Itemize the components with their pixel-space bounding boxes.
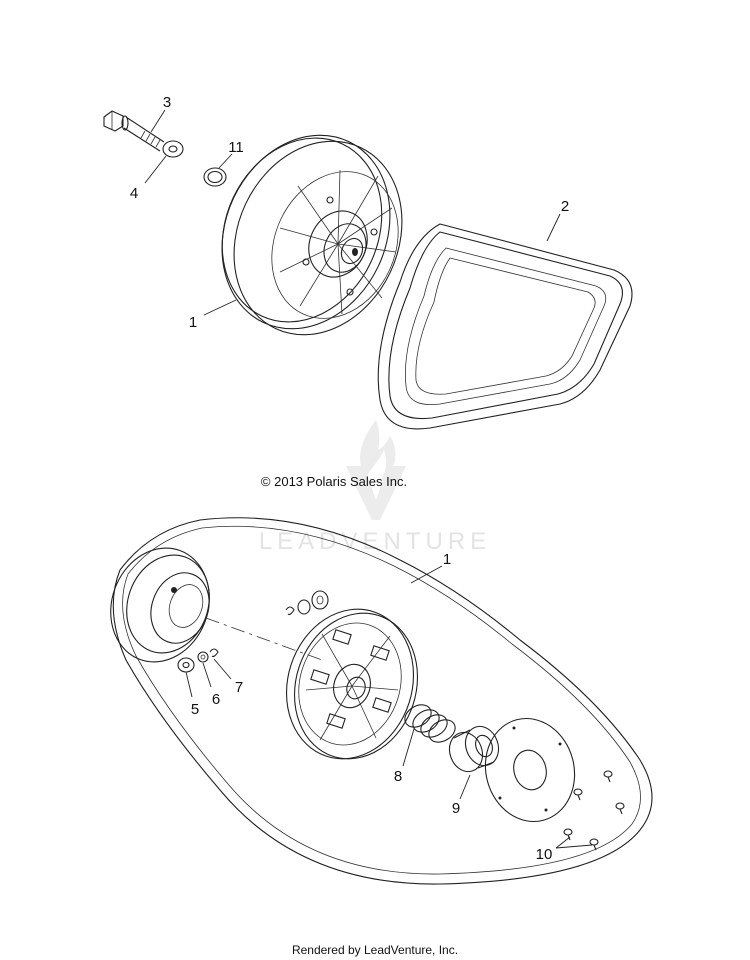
callout-10: 10 (536, 846, 553, 863)
bolt-part-3 (103, 110, 165, 152)
callout-7: 7 (235, 679, 243, 696)
washer-part-6 (197, 651, 209, 663)
watermark-flame-logo (346, 420, 406, 520)
callout-5: 5 (191, 701, 199, 718)
screws-part-10 (563, 770, 625, 851)
callout-4: 4 (130, 185, 138, 202)
callout-8: 8 (394, 768, 402, 785)
leader-lines (144, 109, 593, 849)
washer-part-4 (162, 140, 184, 158)
driven-clutch-part-1 (221, 134, 403, 336)
drive-belt-part-2 (377, 223, 633, 430)
bearing-plate (484, 717, 576, 823)
ring-part-11 (203, 167, 227, 187)
callout-11: 11 (228, 139, 244, 156)
footer-credit: Rendered by LeadVenture, Inc. (292, 943, 458, 957)
callout-2: 2 (561, 198, 569, 215)
helix-sheave (285, 608, 419, 760)
callout-6: 6 (212, 691, 220, 708)
callout-1-top: 1 (189, 314, 197, 331)
callouts: 3 4 11 2 1 1 5 6 7 8 9 10 (130, 94, 569, 863)
clip-part-7 (209, 648, 219, 658)
bushing-part-9 (448, 725, 500, 773)
copyright-text: © 2013 Polaris Sales Inc. (261, 474, 407, 489)
spacer-part-5 (177, 657, 195, 673)
button-and-clip (285, 590, 329, 616)
spring-part-8 (404, 704, 456, 743)
clutch-cover-part-1 (110, 517, 653, 885)
callout-9: 9 (452, 800, 460, 817)
callout-3: 3 (163, 94, 171, 111)
callout-1-bottom: 1 (443, 551, 451, 568)
